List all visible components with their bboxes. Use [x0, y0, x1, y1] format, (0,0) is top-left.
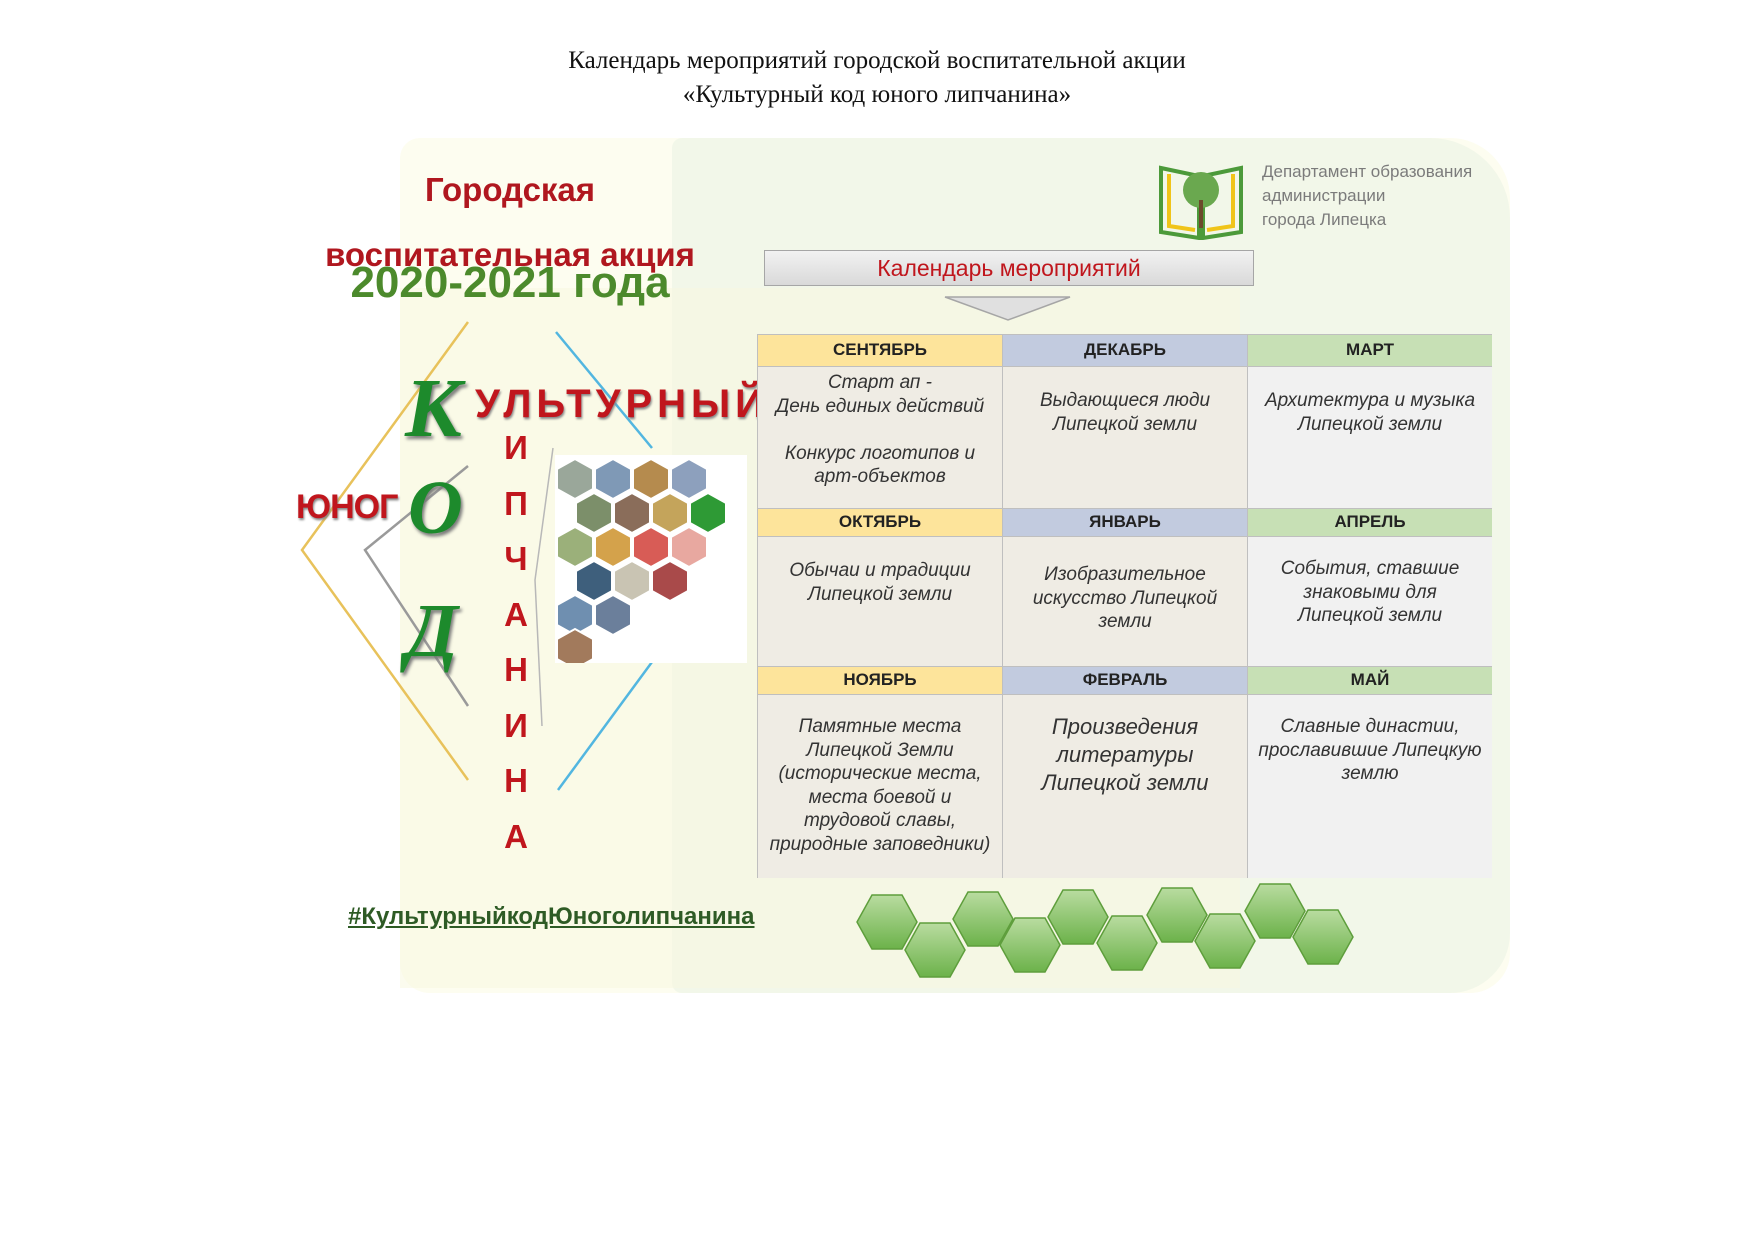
promo-letter-k: К: [405, 362, 462, 455]
calendar-banner: Календарь мероприятий: [764, 250, 1254, 286]
promo-vertical-word: И П Ч А Н И Н А: [500, 420, 532, 864]
department-line2: администрации: [1262, 186, 1386, 205]
month-header-may: МАЙ: [1248, 667, 1492, 695]
promo-letter-d: Д: [406, 589, 458, 673]
promo-letter-o: О: [408, 466, 463, 550]
promo-word-kulturny: УЛЬТУРНЫЙ: [475, 382, 769, 426]
event-april: События, ставшие знаковыми для Липецкой …: [1248, 537, 1492, 667]
event-february: Произведения литературы Липецкой земли: [1003, 695, 1248, 878]
vertical-letter: А: [504, 595, 528, 633]
department-line1: Департамент образования: [1262, 162, 1473, 181]
month-header-april: АПРЕЛЬ: [1248, 509, 1492, 537]
department-logo-icon: [1159, 165, 1243, 240]
event-november: Памятные места Липецкой Земли (историчес…: [758, 695, 1003, 878]
hashtag: #КультурныйкодЮноголипчанина: [348, 903, 755, 930]
promo-line2: воспитательная акция: [325, 236, 695, 273]
vertical-letter: И: [504, 429, 528, 466]
month-header-december: ДЕКАБРЬ: [1003, 335, 1248, 367]
promo-word-yunogo: ЮНОГ: [296, 488, 398, 526]
document-title-line1: Календарь мероприятий городской воспитат…: [568, 47, 1186, 74]
event-september: Старт ап - День единых действий Конкурс …: [758, 367, 1003, 509]
month-header-september: СЕНТЯБРЬ: [758, 335, 1003, 367]
month-header-march: МАРТ: [1248, 335, 1492, 367]
vertical-letter: Ч: [504, 540, 528, 577]
vertical-letter: Н: [504, 762, 528, 799]
event-march: Архитектура и музыка Липецкой земли: [1248, 367, 1492, 509]
vertical-letter: И: [504, 706, 528, 744]
document-title-line2: «Культурный код юного липчанина»: [682, 81, 1072, 108]
month-header-november: НОЯБРЬ: [758, 667, 1003, 695]
event-may: Славные династии, прославившие Липецкую …: [1248, 695, 1492, 878]
promo-years: 2020-2021 года: [350, 258, 670, 307]
vertical-letter: Н: [504, 651, 528, 688]
month-header-october: ОКТЯБРЬ: [758, 509, 1003, 537]
event-october: Обычаи и традиции Липецкой земли: [758, 537, 1003, 667]
month-header-january: ЯНВАРЬ: [1003, 509, 1248, 537]
event-january: Изобразительное искусство Липецкой земли: [1003, 537, 1248, 667]
event-december: Выдающиеся люди Липецкой земли: [1003, 367, 1248, 509]
department-name: Департамент образования администрации го…: [1262, 160, 1472, 232]
calendar-table: СЕНТЯБРЬ ДЕКАБРЬ МАРТ Старт ап - День ед…: [757, 334, 1492, 878]
tree-icon: [1183, 172, 1219, 208]
document-title: Календарь мероприятий городской воспитат…: [0, 44, 1754, 112]
vertical-letter: А: [504, 817, 528, 855]
promo-line1: Городская: [424, 171, 596, 208]
hexagon-photo-collage-icon: [556, 457, 727, 671]
hexagon-decoration-icon: [856, 883, 1354, 978]
photo-collage: [555, 455, 747, 671]
month-header-february: ФЕВРАЛЬ: [1003, 667, 1248, 695]
vertical-letter: П: [504, 484, 528, 522]
department-line3: города Липецка: [1262, 210, 1387, 229]
